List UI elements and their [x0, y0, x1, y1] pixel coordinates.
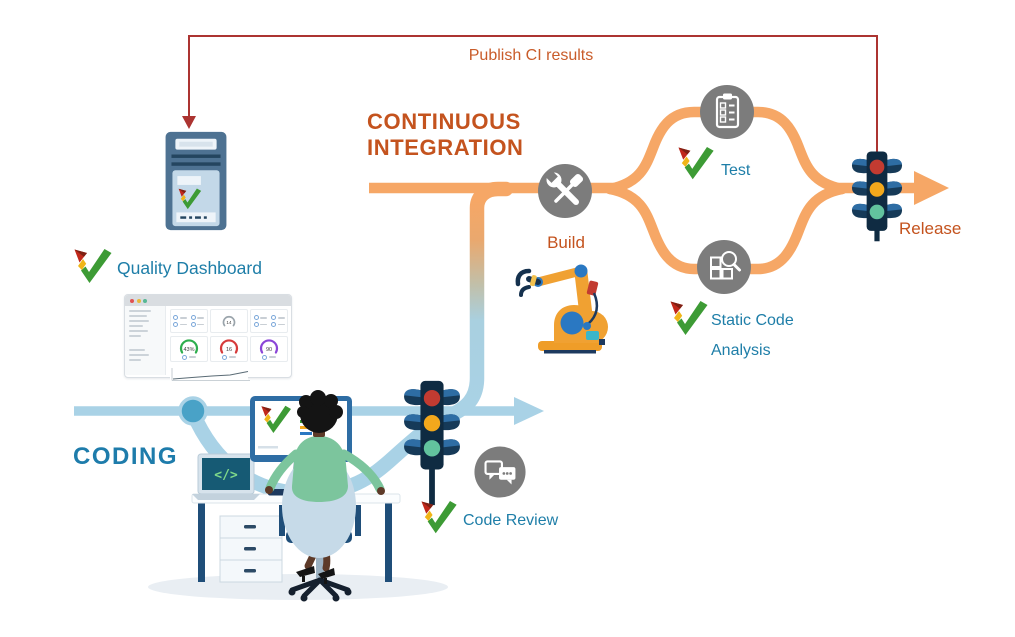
ci-heading-line1: CONTINUOUS [367, 109, 521, 134]
laptop: </> [192, 453, 260, 500]
metric-card-gauge-small: 14 [210, 309, 248, 333]
window-minimize-dot [136, 298, 141, 303]
traffic-light-icon-release [851, 148, 903, 242]
developer-at-desk-illustration: </> [148, 390, 448, 602]
metric-card [170, 309, 208, 333]
gauge-value: 16 [226, 347, 232, 353]
ci-heading-line2: INTEGRATION [367, 134, 524, 160]
dashboard-titlebar [125, 295, 291, 306]
laptop-code-text: </> [214, 468, 238, 483]
trend-chart [170, 364, 250, 384]
coding-heading: CODING [73, 443, 178, 470]
gauge-value: 43% [183, 347, 194, 353]
gauge-card-purple: 90 [250, 335, 288, 362]
quality-checkmark-logo [678, 146, 714, 180]
chat-bubbles-icon [474, 446, 526, 498]
mini-gauge-value: 14 [226, 320, 232, 325]
build-label: Build [547, 233, 585, 252]
afro-hair [297, 390, 343, 433]
code-review-label: Code Review [463, 512, 559, 529]
traffic-light-icon-coding [403, 377, 461, 506]
sca-label-line1: Static Code [711, 312, 794, 329]
blocks-magnifier-icon [697, 240, 751, 294]
release-arrowhead [914, 171, 949, 205]
dashboard-cards: 14 43% [166, 306, 291, 384]
coding-to-ci-pipe [185, 181, 514, 501]
dashboard-window: 14 43% [124, 294, 292, 384]
clipboard-checklist-icon [700, 85, 754, 139]
static-code-analysis-label: Static Code Analysis [711, 306, 794, 365]
window-close-dot [130, 298, 134, 303]
release-label: Release [899, 219, 962, 238]
quality-checkmark-logo [670, 301, 708, 335]
quality-dashboard-label: Quality Dashboard [117, 258, 262, 278]
publish-connector-line [182, 35, 878, 156]
gauge-card-green: 43% [170, 335, 208, 362]
wrench-screwdriver-icon [538, 164, 592, 218]
window-maximize-dot [143, 298, 147, 303]
robot-arm-icon [515, 264, 608, 354]
quality-checkmark-logo [74, 249, 112, 283]
metric-card [250, 309, 288, 333]
developer [265, 390, 385, 502]
publish-ci-results-label: Publish CI results [468, 47, 594, 64]
drawer-unit [219, 515, 283, 583]
continuous-integration-heading: CONTINUOUS INTEGRATION [367, 109, 524, 161]
server-icon [165, 131, 227, 231]
sca-label-line2: Analysis [711, 341, 771, 359]
dashboard-sidebar [125, 306, 166, 375]
test-label: Test [721, 162, 751, 179]
gauge-card-red: 16 [210, 335, 248, 362]
quality-checkmark-logo [421, 500, 457, 534]
commit-node [178, 396, 208, 426]
gauge-value: 90 [266, 347, 272, 353]
